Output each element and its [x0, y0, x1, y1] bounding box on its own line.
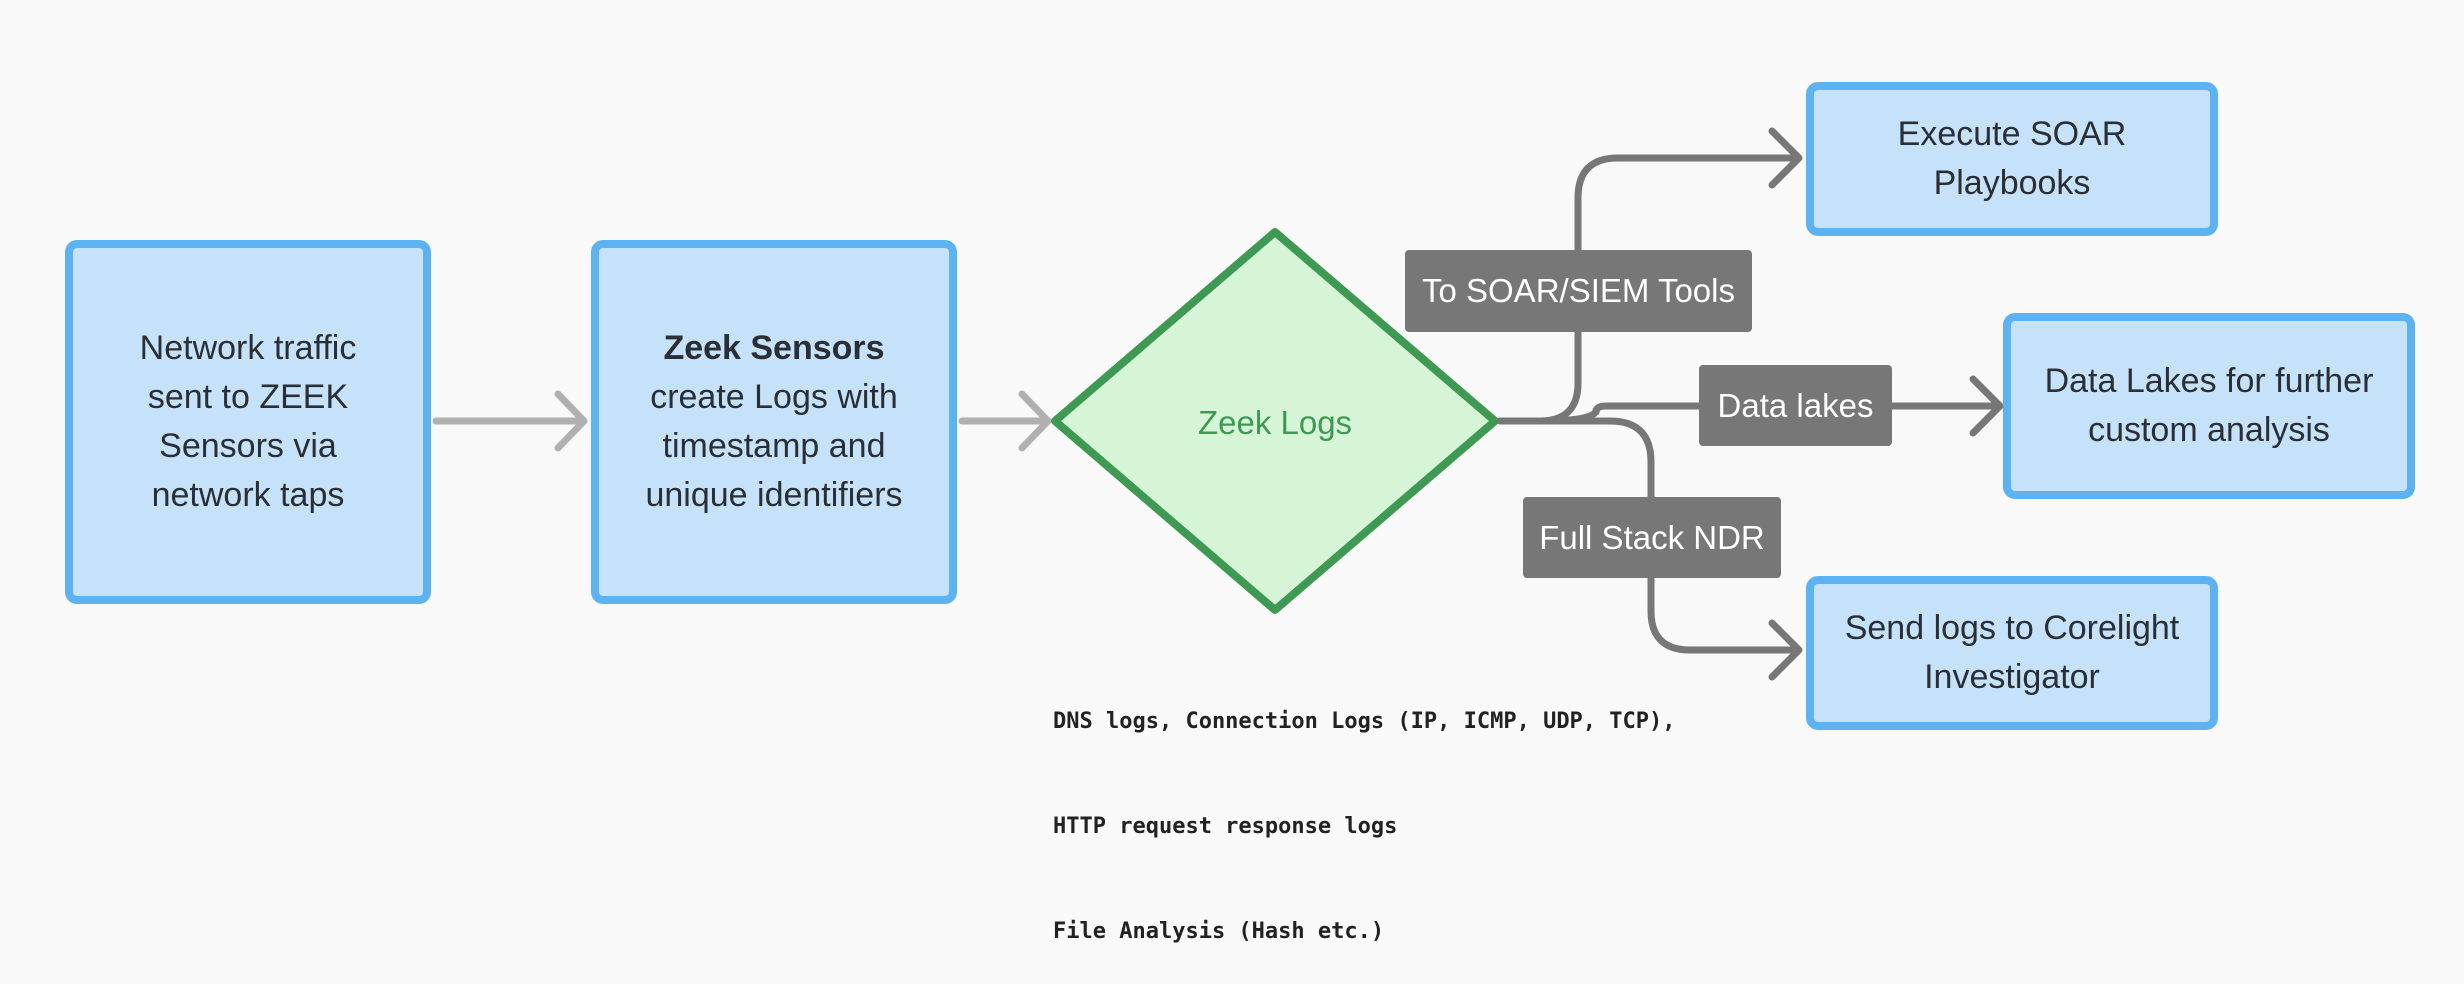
soar-siem-label: To SOAR/SIEM Tools [1405, 250, 1752, 332]
data-lakes-line-2: custom analysis [2088, 411, 2330, 449]
execute-soar-line-1: Execute SOAR [1897, 115, 2127, 153]
network-traffic-line-4: network taps [151, 476, 345, 514]
execute-soar-box: Execute SOAR Playbooks [1806, 82, 2218, 236]
corelight-box: Send logs to Corelight Investigator [1806, 576, 2218, 730]
data-lakes-line-1: Data Lakes for further [2044, 362, 2374, 400]
execute-soar-line-2: Playbooks [1933, 164, 2091, 202]
network-traffic-box: Network traffic sent to ZEEK Sensors via… [65, 240, 431, 604]
full-stack-ndr-label: Full Stack NDR [1523, 497, 1781, 578]
corelight-line-2: Investigator [1924, 658, 2100, 696]
arrowhead-traffic-to-sensors [554, 390, 588, 452]
arrowhead-to-corelight [1768, 619, 1803, 681]
log-note-line-1: DNS logs, Connection Logs (IP, ICMP, UDP… [1053, 709, 1676, 734]
zeek-logs-label: Zeek Logs [1197, 404, 1353, 441]
arrowhead-to-soar [1768, 127, 1803, 189]
log-note-line-2: HTTP request response logs [1053, 814, 1398, 839]
corelight-line-1: Send logs to Corelight [1844, 609, 2180, 647]
zeek-logs-diamond [1051, 228, 1499, 614]
zeek-sensors-line-1: create Logs with [650, 378, 898, 416]
zeek-sensors-line-2: timestamp and [662, 427, 886, 465]
log-notes: DNS logs, Connection Logs (IP, ICMP, UDP… [1053, 634, 1676, 984]
zeek-sensors-title: Zeek Sensors [663, 329, 885, 367]
zeek-sensors-box: Zeek Sensors create Logs with timestamp … [591, 240, 957, 604]
data-lakes-box: Data Lakes for further custom analysis [2003, 313, 2415, 499]
network-traffic-line-3: Sensors via [159, 427, 337, 465]
network-traffic-line-2: sent to ZEEK [147, 378, 349, 416]
zeek-sensors-line-3: unique identifiers [645, 476, 903, 514]
arrowhead-sensors-to-logs [1018, 390, 1052, 452]
log-note-line-3: File Analysis (Hash etc.) [1053, 919, 1385, 944]
network-traffic-line-1: Network traffic [139, 329, 357, 367]
arrowhead-to-data-lakes [1969, 375, 2004, 437]
data-lakes-label: Data lakes [1699, 365, 1892, 446]
